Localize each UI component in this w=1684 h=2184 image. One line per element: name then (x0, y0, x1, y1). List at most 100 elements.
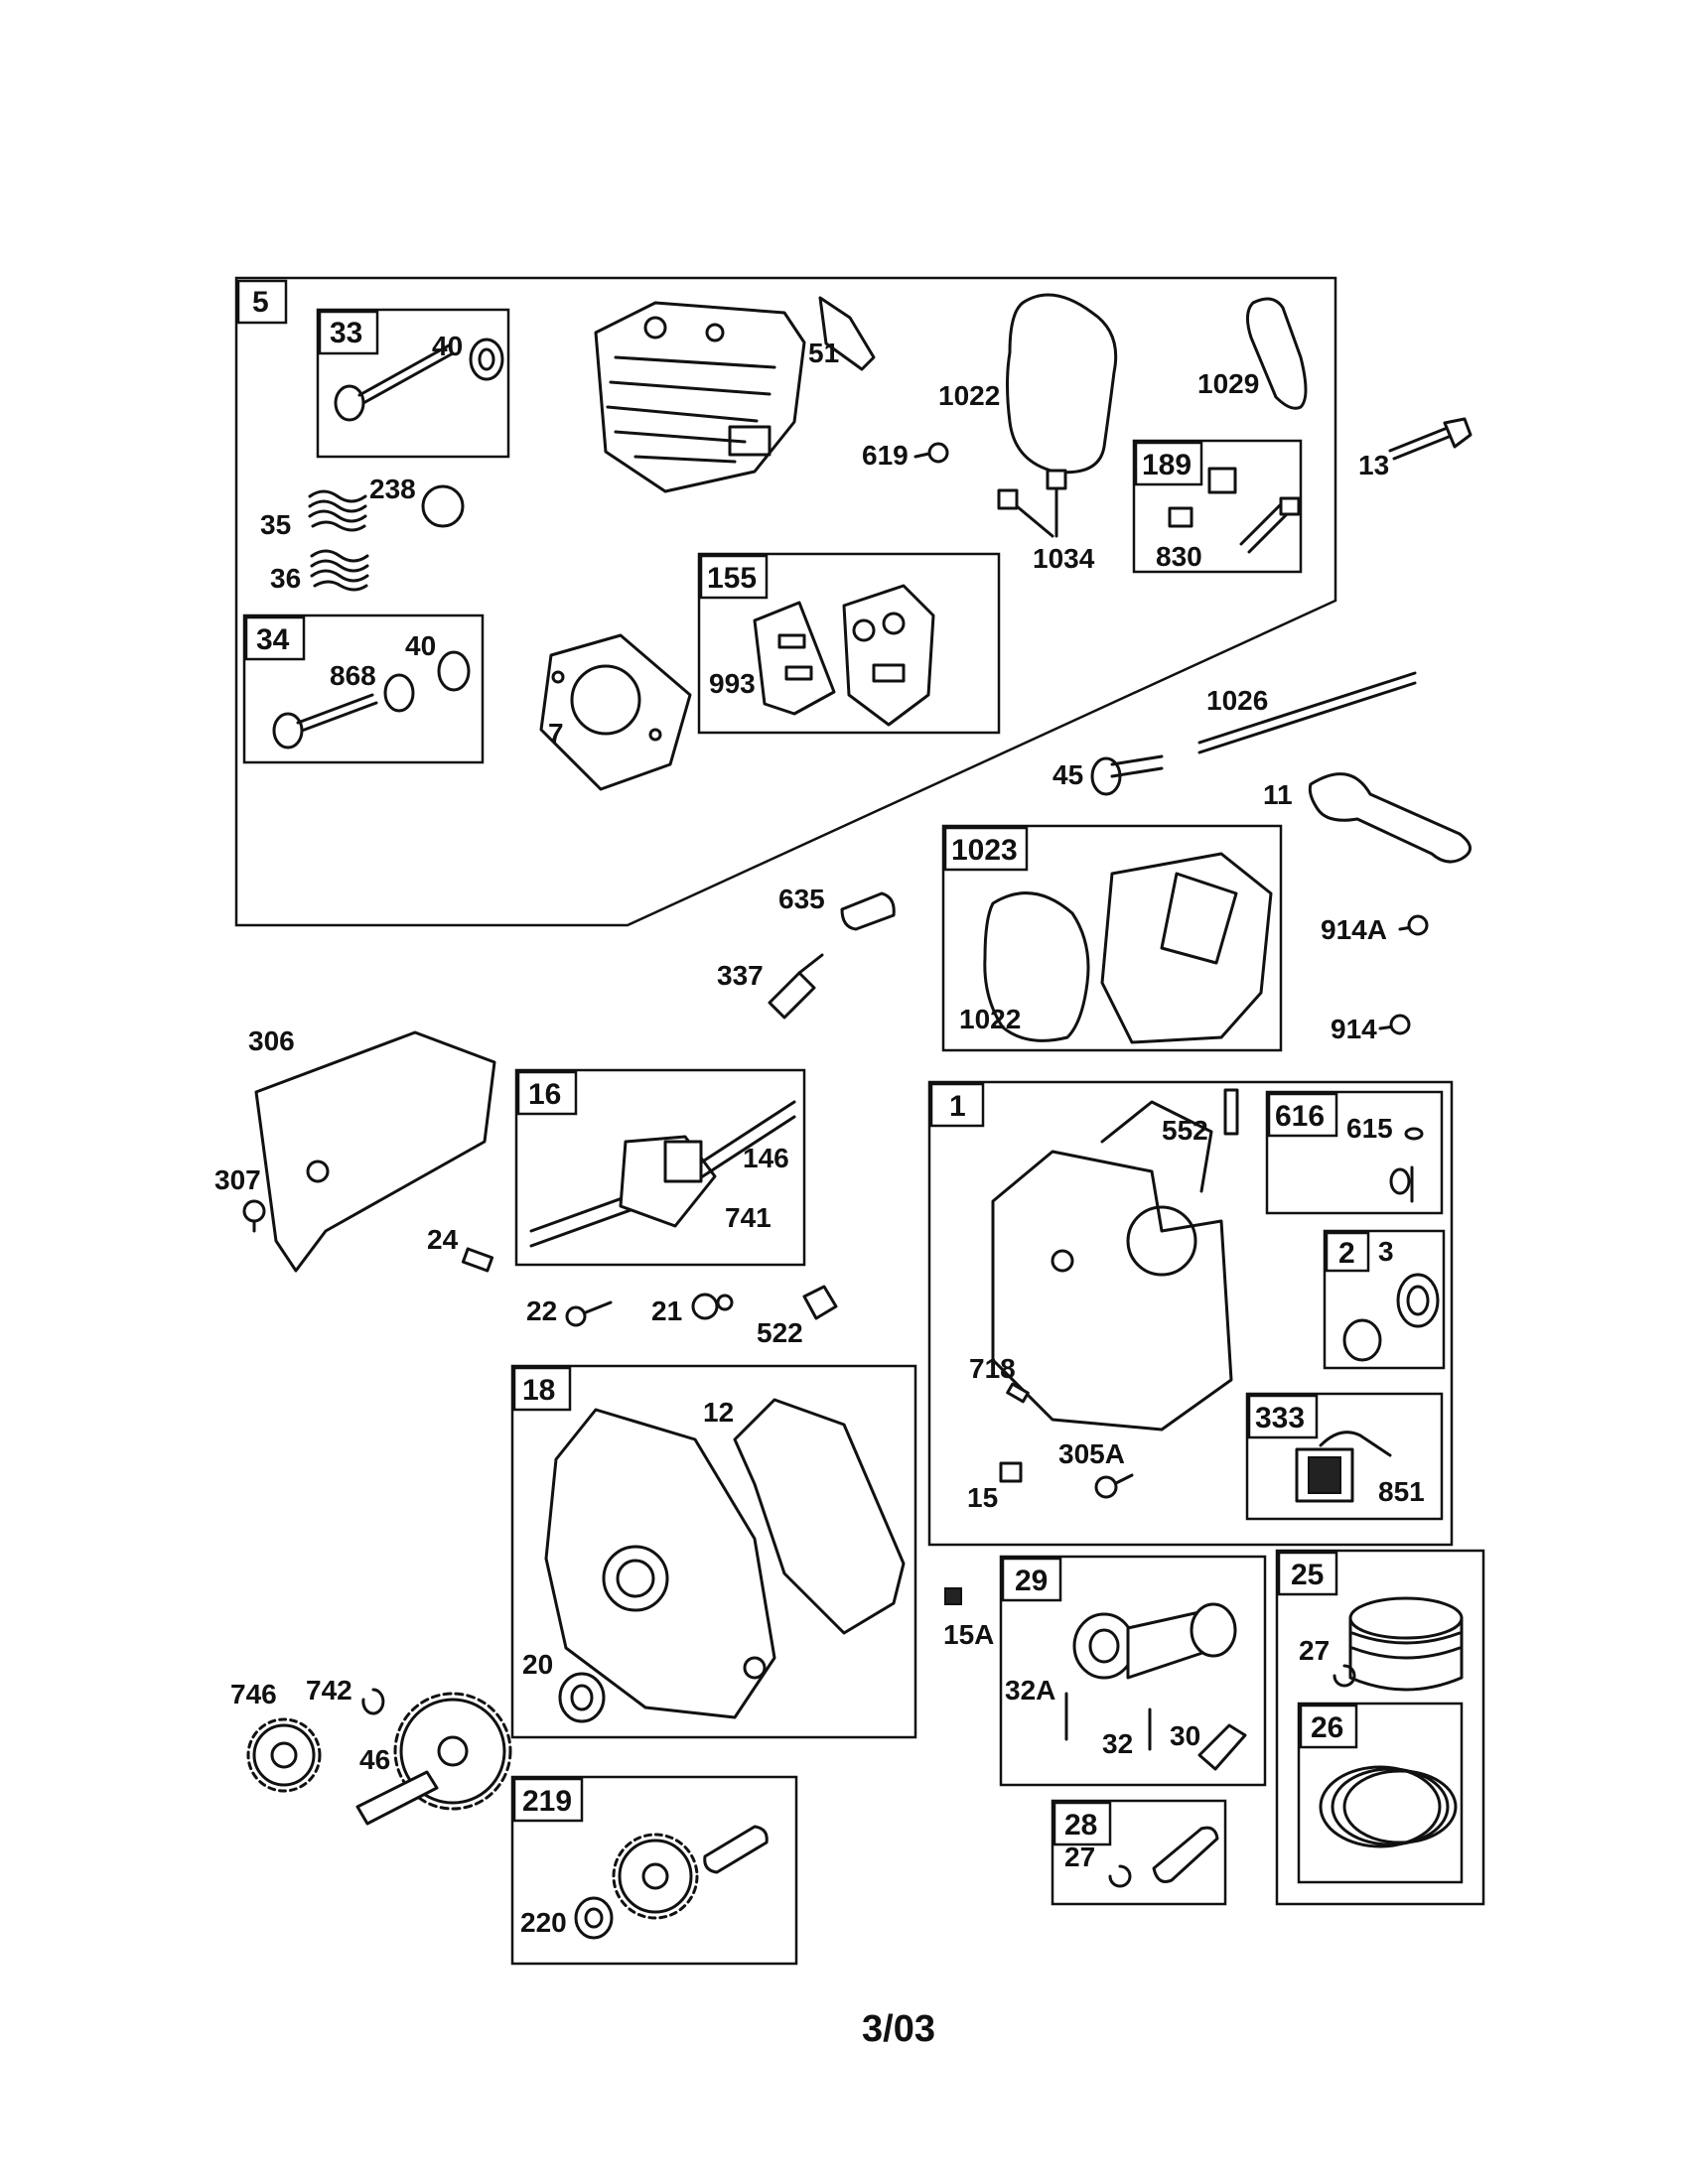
box-333 (1245, 1392, 1444, 1521)
cover-gasket-12-icon (733, 1398, 906, 1635)
box-616 (1265, 1090, 1444, 1215)
part-993-label: 993 (709, 668, 756, 699)
box-28 (1051, 1799, 1227, 1906)
screw-307-icon (242, 1199, 266, 1233)
box-189-label: 189 (1142, 449, 1192, 481)
part-718-label: 718 (969, 1353, 1016, 1384)
box-33-label: 33 (330, 317, 362, 349)
part-741-label: 741 (725, 1202, 772, 1233)
part-830-label: 830 (1156, 541, 1202, 572)
intake-valve-icon (334, 343, 455, 422)
part-36-label: 36 (270, 563, 301, 594)
part-1022b-label: 1022 (959, 1004, 1021, 1034)
part-1029-label: 1029 (1197, 368, 1259, 399)
plug-238-icon (421, 484, 465, 528)
bolt-13-icon (1388, 417, 1473, 461)
part-12-label: 12 (703, 1397, 734, 1428)
revision-date: 3/03 (862, 2008, 935, 2050)
box-25 (1275, 1549, 1485, 1906)
part-46-label: 46 (359, 1744, 390, 1775)
part-30-label: 30 (1170, 1720, 1200, 1751)
oil-seal-20-icon (558, 1672, 606, 1723)
part-1022a-label: 1022 (938, 380, 1000, 411)
part-851-label: 851 (1378, 1476, 1425, 1507)
rocker-nut-icon (1168, 467, 1301, 554)
valve-cover-icon (1100, 852, 1273, 1044)
box-1 (927, 1080, 1454, 1547)
part-306-label: 306 (248, 1025, 295, 1056)
box-29 (999, 1555, 1267, 1787)
governor-gear-icon (612, 1825, 769, 1920)
box-333-label: 333 (1255, 1402, 1305, 1434)
box-34 (242, 614, 485, 764)
part-22-label: 22 (526, 1296, 557, 1326)
valve-spring-2-icon (310, 549, 369, 592)
push-rod-icon (1197, 671, 1417, 745)
clip-522-icon (802, 1285, 838, 1320)
part-307-label: 307 (214, 1164, 261, 1195)
part-40b-label: 40 (405, 630, 436, 661)
part-1034-label: 1034 (1033, 543, 1095, 574)
bolt-305a-icon (1094, 1473, 1134, 1499)
cover-gasket-icon (983, 891, 1090, 1042)
key-24-icon (461, 1247, 494, 1273)
nut-1034-icon (997, 469, 1067, 538)
box-18-label: 18 (522, 1374, 555, 1407)
tappet-45-icon (1090, 754, 1164, 796)
pin-718-icon (1006, 1382, 1030, 1404)
box-25-label: 25 (1291, 1559, 1324, 1591)
screw-619-icon (913, 442, 949, 464)
box-26-label: 26 (1311, 1711, 1343, 1744)
gear-746-icon (246, 1717, 322, 1793)
bushing-icon (1342, 1273, 1440, 1362)
exhaust-valve-icon (272, 693, 378, 750)
part-238-label: 238 (369, 474, 416, 504)
breather-1029-icon (1246, 297, 1308, 410)
washer-220-icon (574, 1896, 614, 1940)
pin-552-icon (1223, 1088, 1239, 1136)
part-522-label: 522 (757, 1317, 803, 1348)
box-1023 (941, 824, 1283, 1052)
part-337-label: 337 (717, 960, 764, 991)
breather-tube-icon (1308, 772, 1472, 864)
part-635-label: 635 (778, 884, 825, 914)
part-27a-label: 27 (1299, 1635, 1330, 1666)
dipper-30-icon (1197, 1723, 1247, 1771)
box-16-label: 16 (528, 1078, 561, 1111)
nut-15a-icon (944, 1587, 962, 1605)
spark-plug-icon (768, 953, 824, 1020)
box-155-label: 155 (707, 562, 757, 595)
part-35-label: 35 (260, 509, 291, 540)
part-552-label: 552 (1162, 1115, 1208, 1146)
screw-914-icon (1378, 1014, 1411, 1035)
intake-plate-icon (842, 584, 935, 727)
retainer-40-icon (437, 650, 471, 692)
part-3-label: 3 (1378, 1236, 1394, 1267)
part-21-label: 21 (651, 1296, 682, 1326)
screw-914a-icon (1398, 914, 1429, 936)
governor-shaft-icon (1389, 1127, 1424, 1203)
part-15a-label: 15A (943, 1619, 994, 1650)
box-26 (1297, 1702, 1464, 1884)
box-16 (514, 1068, 806, 1267)
part-615-label: 615 (1346, 1113, 1393, 1144)
piston-icon (1348, 1596, 1464, 1692)
box-34-label: 34 (256, 623, 290, 656)
part-146-label: 146 (743, 1143, 789, 1173)
part-15-label: 15 (967, 1482, 998, 1513)
camshaft-gear-icon (355, 1692, 512, 1826)
valve-seal-icon (383, 673, 415, 713)
box-219 (510, 1775, 798, 1966)
crankcase-icon (991, 1100, 1233, 1432)
box-2-label: 2 (1338, 1237, 1355, 1270)
part-7-label: 7 (548, 718, 564, 749)
part-32a-label: 32A (1005, 1675, 1055, 1706)
group-5-frame (234, 276, 1337, 927)
box-18 (510, 1364, 917, 1739)
piston-rings-icon (1319, 1765, 1458, 1848)
ignition-coil-icon (1295, 1431, 1392, 1503)
part-11-label: 11 (1263, 779, 1293, 810)
clip-27-icon (1333, 1664, 1356, 1688)
part-24-label: 24 (427, 1224, 459, 1255)
